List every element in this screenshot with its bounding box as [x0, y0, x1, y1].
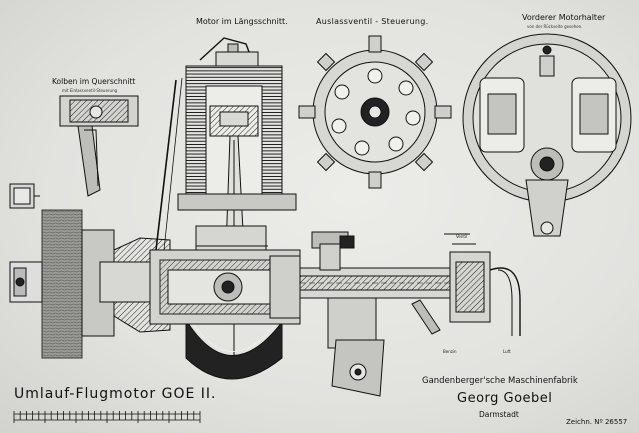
- engine-mount-subtitle: von der Rückseite gesehen.: [527, 24, 583, 29]
- front-engine-mount: [462, 33, 632, 237]
- piston-title: Kolben im Querschnitt: [52, 77, 136, 86]
- drawing-number: Zeichn. Nº 26557: [566, 418, 628, 426]
- bracket-detail: [9, 183, 40, 209]
- small-label-valve: Ventil: [456, 234, 468, 239]
- small-label-air: Luft: [503, 349, 511, 354]
- firm-name: Georg Goebel: [457, 391, 553, 406]
- exhaust-valve-title: Auslassventil - Steuerung.: [316, 17, 429, 26]
- engine-mount-title: Vorderer Motorhalter: [522, 13, 606, 22]
- small-label-fuel: Benzin: [443, 349, 457, 354]
- longitudinal-section-title: Motor im Längsschnitt.: [196, 17, 288, 26]
- firm-line: Gandenberger'sche Maschinenfabrik: [422, 376, 578, 386]
- scale-bar: [13, 411, 201, 423]
- longitudinal-section: [155, 37, 297, 380]
- firm-city: Darmstadt: [479, 410, 519, 419]
- piston-cross-section: [59, 95, 139, 197]
- piston-subtitle: mit Einlassventil-Steuerung: [62, 88, 118, 93]
- exhaust-valve-disc: [298, 35, 452, 189]
- central-shaft: [149, 231, 521, 397]
- main-title: Umlauf-Flugmotor GOE II.: [14, 386, 217, 402]
